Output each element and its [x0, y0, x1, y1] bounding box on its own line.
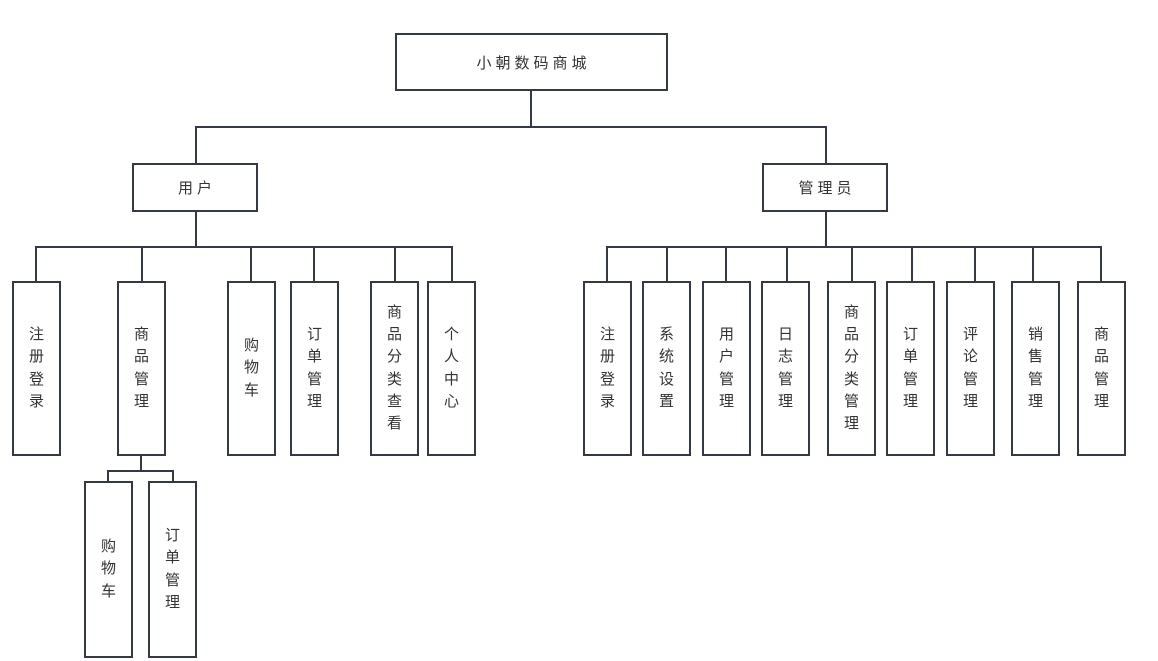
connector-drop-admin-child-5 — [851, 246, 853, 282]
node-admin-order-management-label: 订单管理 — [902, 326, 918, 410]
connector-drop-user-child-3 — [250, 246, 252, 282]
node-user-goods-category-view: 商品分类查看 — [370, 281, 419, 456]
connector-drop-admin-child-7 — [974, 246, 976, 282]
node-admin: 管理员 — [762, 163, 888, 212]
connector-user-trunk — [195, 211, 197, 248]
connector-drop-admin-child-3 — [725, 246, 727, 282]
connector-drop-user-child-2 — [141, 246, 143, 282]
node-user-shopping-cart-label: 购物车 — [243, 337, 259, 399]
node-goods-order-management-label: 订单管理 — [164, 527, 180, 611]
node-admin-sales-management-label: 销售管理 — [1027, 326, 1043, 410]
node-user-personal-center: 个人中心 — [427, 281, 476, 456]
connector-root-trunk — [530, 90, 532, 128]
node-admin-goods-category-management: 商品分类管理 — [827, 281, 876, 456]
node-user-shopping-cart: 购物车 — [227, 281, 276, 456]
connector-goods-horizontal — [107, 470, 174, 472]
node-admin-sales-management: 销售管理 — [1011, 281, 1060, 456]
node-admin-user-management: 用户管理 — [702, 281, 751, 456]
connector-drop-admin-child-1 — [606, 246, 608, 282]
node-goods-order-management: 订单管理 — [148, 481, 197, 658]
connector-goods-trunk — [140, 454, 142, 472]
node-user-goods-category-view-label: 商品分类查看 — [386, 304, 402, 432]
node-admin-label: 管理员 — [798, 180, 856, 197]
node-admin-system-settings-label: 系统设置 — [658, 326, 674, 410]
connector-admin-horizontal — [606, 246, 1102, 248]
node-goods-shopping-cart: 购物车 — [84, 481, 133, 658]
node-admin-goods-management-label: 商品管理 — [1093, 326, 1109, 410]
node-user-goods-management: 商品管理 — [117, 281, 166, 456]
connector-level1-horizontal — [195, 126, 827, 128]
node-admin-comment-management: 评论管理 — [946, 281, 995, 456]
node-user-label: 用户 — [177, 180, 216, 197]
node-user-order-management-label: 订单管理 — [306, 326, 322, 410]
connector-drop-goods-child-2 — [172, 470, 174, 482]
node-admin-log-management: 日志管理 — [761, 281, 810, 456]
connector-drop-admin-child-9 — [1100, 246, 1102, 282]
connector-drop-admin-child-2 — [666, 246, 668, 282]
connector-drop-user — [195, 126, 197, 164]
node-goods-shopping-cart-label: 购物车 — [100, 538, 116, 600]
connector-drop-goods-child-1 — [107, 470, 109, 482]
connector-drop-user-child-6 — [451, 246, 453, 282]
node-user-goods-management-label: 商品管理 — [133, 326, 149, 410]
node-admin-user-management-label: 用户管理 — [718, 326, 734, 410]
connector-drop-admin-child-4 — [786, 246, 788, 282]
node-admin-comment-management-label: 评论管理 — [962, 326, 978, 410]
connector-drop-admin-child-6 — [911, 246, 913, 282]
connector-admin-trunk — [825, 211, 827, 248]
node-user-register-login: 注册登录 — [12, 281, 61, 456]
connector-drop-user-child-4 — [313, 246, 315, 282]
node-admin-goods-management: 商品管理 — [1077, 281, 1126, 456]
connector-drop-admin-child-8 — [1032, 246, 1034, 282]
node-root-label: 小朝数码商城 — [476, 54, 591, 72]
node-admin-register-login-label: 注册登录 — [599, 326, 615, 410]
node-user-personal-center-label: 个人中心 — [443, 326, 459, 410]
node-admin-order-management: 订单管理 — [886, 281, 935, 456]
node-admin-goods-category-management-label: 商品分类管理 — [843, 304, 859, 432]
node-user-register-login-label: 注册登录 — [28, 326, 44, 410]
node-admin-log-management-label: 日志管理 — [777, 326, 793, 410]
node-user: 用户 — [132, 163, 258, 212]
node-admin-register-login: 注册登录 — [583, 281, 632, 456]
node-root: 小朝数码商城 — [395, 33, 668, 91]
connector-drop-user-child-5 — [394, 246, 396, 282]
connector-user-horizontal — [35, 246, 453, 248]
node-user-order-management: 订单管理 — [290, 281, 339, 456]
node-admin-system-settings: 系统设置 — [642, 281, 691, 456]
connector-drop-user-child-1 — [35, 246, 37, 282]
connector-drop-admin — [825, 126, 827, 164]
